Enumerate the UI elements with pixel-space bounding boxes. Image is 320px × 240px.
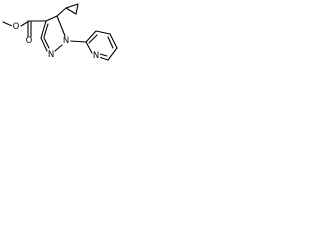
pyridine-c6-n-double-bond bbox=[99, 53, 108, 57]
pyrazole-n1-n2-bond bbox=[54, 44, 63, 52]
pyrazole-n1-label: N bbox=[61, 36, 71, 46]
pyridine-c5-c6-bond bbox=[107, 47, 118, 61]
svg-text:N: N bbox=[93, 51, 99, 61]
svg-text:O: O bbox=[26, 36, 33, 46]
svg-text:O: O bbox=[13, 22, 20, 32]
pyridine-n-c2-bond bbox=[85, 41, 93, 54]
pyridine-c6-n-bond bbox=[98, 56, 109, 61]
pyrazole-c5-n1-bond bbox=[56, 15, 66, 37]
cyclopropyl-bond-c bbox=[65, 7, 77, 15]
chemical-structure-diagram: O O N N N bbox=[2, 3, 118, 61]
pyrazole-c3-c4-bond bbox=[40, 20, 47, 39]
pyridine-c4-c5-bond bbox=[109, 33, 118, 49]
ester-oxygen-label: O bbox=[11, 22, 21, 32]
pyrazole-c4-c5-bond bbox=[45, 15, 58, 22]
n1-pyridine-bond bbox=[69, 40, 87, 43]
svg-text:N: N bbox=[48, 50, 54, 60]
cyclopropyl-bond-b bbox=[75, 3, 79, 15]
c5-cyclopropyl-bond bbox=[56, 7, 67, 17]
pyridine-n-label: N bbox=[91, 51, 101, 61]
pyrazole-c3-c4-double-bond bbox=[43, 23, 49, 38]
carbonyl-oxygen-label: O bbox=[24, 36, 34, 46]
pyrazole-n2-c3-double-bond bbox=[43, 37, 50, 49]
pyridine-c4-c5-double-bond bbox=[107, 36, 114, 49]
pyrazole-n2-c3-bond bbox=[40, 37, 48, 52]
pyrazole-n2-label: N bbox=[46, 50, 56, 60]
svg-text:N: N bbox=[63, 36, 69, 46]
pyridine-c2-c3-bond bbox=[85, 30, 97, 43]
pyridine-c2-c3-double-bond bbox=[88, 34, 98, 44]
pyridine-c3-c4-bond bbox=[95, 30, 111, 35]
cyclopropyl-bond-a bbox=[65, 3, 79, 9]
methyl-o-bond bbox=[2, 21, 13, 27]
